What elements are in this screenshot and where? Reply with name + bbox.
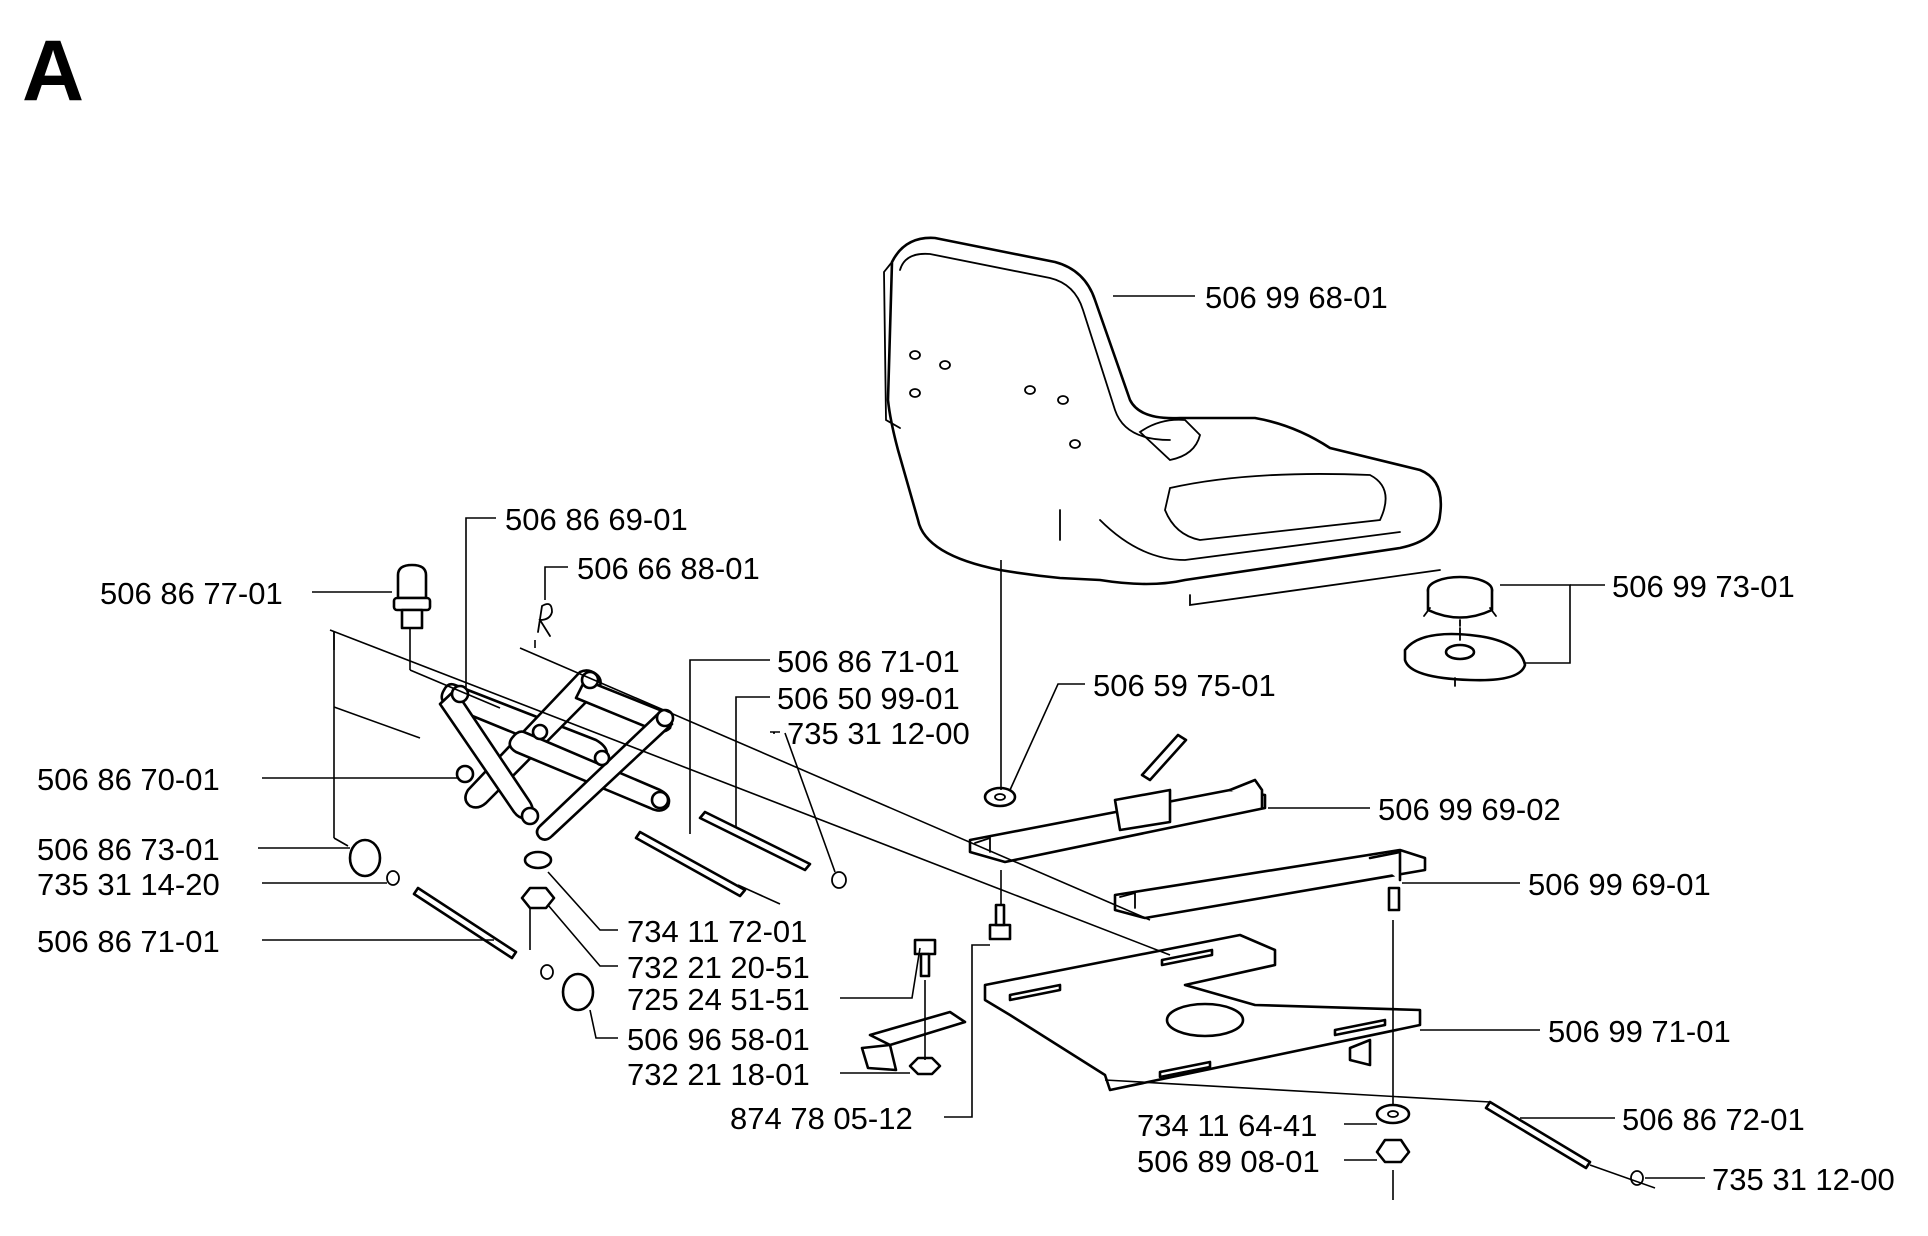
label-rail-upper: 506 99 69-02 xyxy=(1378,792,1561,827)
circlip-icon xyxy=(386,870,1644,1186)
label-circlip-a: 735 31 12-00 xyxy=(787,716,970,751)
label-nut-small: 732 21 20-51 xyxy=(627,950,810,985)
assembly-lines xyxy=(329,560,1656,1200)
label-base-plate: 506 99 71-01 xyxy=(1548,1014,1731,1049)
label-nut-bottom: 506 89 08-01 xyxy=(1137,1144,1320,1179)
seat-icon xyxy=(883,236,1443,607)
label-scissor-lower: 506 86 70-01 xyxy=(37,762,220,797)
label-knob: 506 86 77-01 xyxy=(100,576,283,611)
label-bushing-left: 506 86 73-01 xyxy=(37,832,220,867)
leader-lines xyxy=(258,295,1705,1179)
label-seat: 506 99 68-01 xyxy=(1205,280,1388,315)
rail-icon xyxy=(968,778,1427,920)
label-scissor-upper: 506 86 69-01 xyxy=(505,502,688,537)
label-shaft-left: 506 86 71-01 xyxy=(37,924,220,959)
bumper-icon xyxy=(1403,575,1527,687)
bushing-icon xyxy=(348,838,595,1012)
label-bolt-bracket: 725 24 51-51 xyxy=(627,982,810,1017)
knob-icon xyxy=(392,563,432,630)
nut-icon xyxy=(520,886,1411,1164)
label-rail-lower: 506 99 69-01 xyxy=(1528,867,1711,902)
label-nut-bracket: 732 21 18-01 xyxy=(627,1057,810,1092)
label-bracket-plate: 506 96 58-01 xyxy=(627,1022,810,1057)
scissor-frame-icon xyxy=(438,669,675,841)
label-rod-bottom: 506 86 72-01 xyxy=(1622,1102,1805,1137)
label-circlip-bottom: 735 31 12-00 xyxy=(1712,1162,1895,1197)
label-seat-bumper: 506 99 73-01 xyxy=(1612,569,1795,604)
label-washer-bottom: 734 11 64-41 xyxy=(1137,1108,1317,1143)
label-bolt-base: 874 78 05-12 xyxy=(730,1101,913,1136)
lever-icon xyxy=(1140,733,1188,782)
bracket-icon xyxy=(860,1010,967,1072)
clip-icon xyxy=(537,603,553,637)
label-washer-top: 506 59 75-01 xyxy=(1093,668,1276,703)
label-rod-a: 506 86 71-01 xyxy=(777,644,960,679)
base-plate-icon xyxy=(983,933,1422,1092)
label-circlip-left: 735 31 14-20 xyxy=(37,867,220,902)
label-clip-r: 506 66 88-01 xyxy=(577,551,760,586)
label-washer-small: 734 11 72-01 xyxy=(627,914,807,949)
part-labels: 506 99 68-01 506 99 73-01 506 86 69-01 5… xyxy=(37,280,1895,1197)
label-rod-b: 506 50 99-01 xyxy=(777,681,960,716)
diagram-title: A xyxy=(22,23,84,119)
